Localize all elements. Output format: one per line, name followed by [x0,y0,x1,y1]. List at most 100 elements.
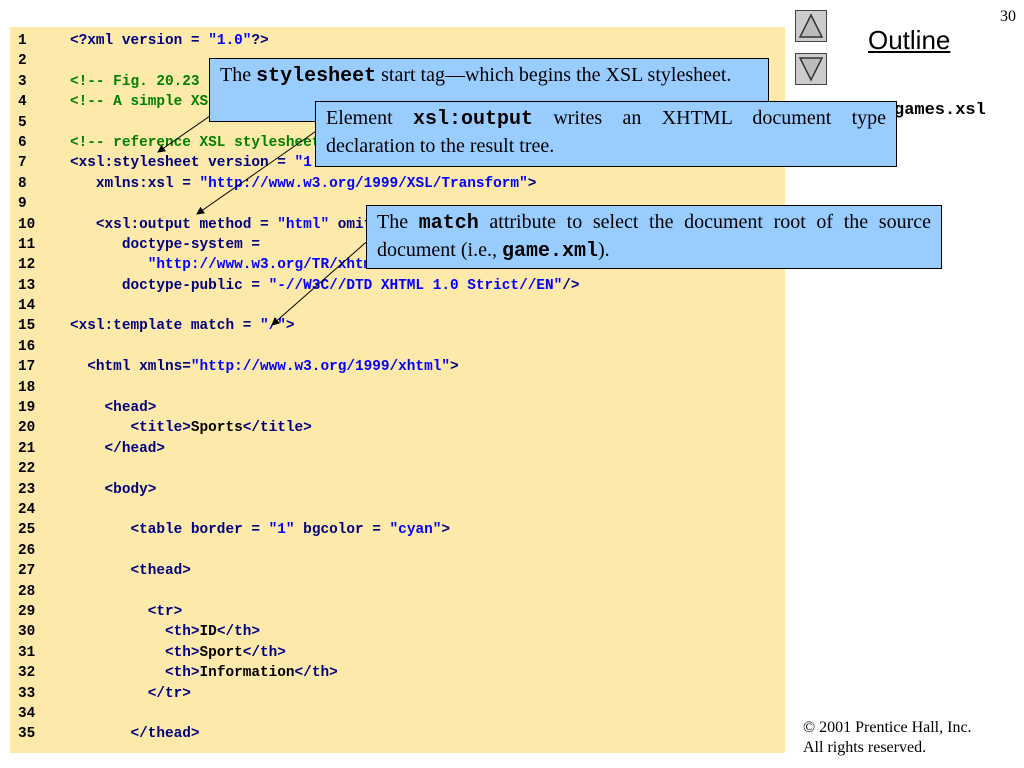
code-text: <body> [70,480,157,500]
code-token: <?xml version = [70,33,209,49]
line-number: 18 [18,379,36,396]
code-token: </th> [216,624,261,641]
code-token: doctype-system = [70,236,260,253]
line-number: 16 [18,338,36,355]
line-number: 25 [18,522,36,539]
code-token: <th> [70,624,200,641]
code-text: </thead> [70,724,200,744]
page-number: 30 [1000,8,1016,25]
code-text: <?xml version = "1.0"?> [70,31,269,51]
code-token: Information [199,665,295,682]
code-text: </tr> [70,684,191,704]
code-token: </head> [70,440,165,457]
outline-link[interactable]: Outline [868,25,951,55]
line-number: 32 [18,665,36,682]
line-number: 4 [18,94,27,111]
line-number: 17 [18,359,36,376]
code-text: </head> [70,439,165,459]
code-text: <html xmlns="http://www.w3.org/1999/xhtm… [70,357,459,377]
code-token: "http://www.w3.org/1999/XSL/Transform" [199,175,528,192]
line-number: 23 [18,481,36,498]
line-number: 9 [18,196,27,213]
code-token: doctype-public = [70,277,269,294]
callout-code: stylesheet [256,65,377,88]
callout-text: ). [597,239,610,261]
xsl-output-callout: Element xsl:output writes an XHTML docum… [315,101,897,167]
code-token: <thead> [70,563,191,580]
code-token: <th> [70,665,200,682]
match-callout: The match attribute to select the docume… [366,205,942,269]
callout-code: game.xml [501,240,598,263]
code-token: > [527,175,537,192]
code-text: doctype-system = [70,235,260,255]
line-number: 5 [18,114,27,131]
line-number: 12 [18,257,36,274]
code-text: xmlns:xsl = "http://www.w3.org/1999/XSL/… [70,174,536,194]
code-token: "/" [260,318,286,335]
line-number: 29 [18,603,36,620]
line-number: 35 [18,726,36,743]
code-token: xmlns:xsl = [70,175,200,192]
previous-slide-button[interactable] [795,10,827,42]
line-number: 7 [18,155,27,172]
line-number: 13 [18,277,36,294]
code-text: <th>ID</th> [70,622,260,642]
code-token: ?> [251,33,269,49]
code-text: <th>Sport</th> [70,643,286,663]
code-token: <html xmlns= [70,359,191,376]
callout-text: Element [326,107,413,129]
code-token: </th> [242,644,286,661]
code-token: <xsl:stylesheet version = [70,155,295,172]
line-number: 34 [18,705,36,722]
code-token: Sport [199,644,243,661]
line-number: 11 [18,236,36,253]
code-token: </thead> [70,726,200,743]
code-token: <tr> [70,603,183,620]
code-token: "1" [268,522,295,539]
code-token: ID [199,624,217,641]
line-number: 24 [18,501,36,518]
callout-text: The [377,211,419,233]
code-token: </title> [242,420,312,437]
line-number: 22 [18,461,36,478]
outline-filename: games.xsl [894,101,986,120]
line-number: 3 [18,73,27,90]
code-text: doctype-public = "-//W3C//DTD XHTML 1.0 … [70,276,580,296]
callout-text: start tag—which begins the XSL styleshee… [376,64,732,86]
copyright-line: All rights reserved. [803,739,927,756]
code-token: > [441,522,451,539]
code-text: <title>Sports</title> [70,418,312,438]
callout-text: The [220,64,257,86]
code-token: /> [562,277,580,294]
callout-code: xsl:output [412,108,533,131]
code-text: <xsl:stylesheet version = "1.0" [70,153,338,173]
code-token: "cyan" [389,522,442,539]
code-token: "html" [277,216,330,233]
code-token: "1.0" [208,33,252,49]
code-token: </tr> [70,685,191,702]
line-number: 1 [18,33,27,49]
code-token: bgcolor = [294,522,390,539]
up-arrow-icon [798,13,824,38]
line-number: 26 [18,542,36,559]
code-token: > [449,359,459,376]
code-text: <th>Information</th> [70,663,338,683]
code-token: Sports [190,420,243,437]
line-number: 14 [18,298,36,315]
code-token: > [285,318,295,335]
code-text: <table border = "1" bgcolor = "cyan"> [70,520,450,540]
line-number: 21 [18,440,36,457]
code-token: <title> [70,420,191,437]
callout-text: attribute to select the document root of… [377,211,931,261]
code-token: <head> [70,400,157,417]
next-slide-button[interactable] [795,53,827,85]
code-text: <thead> [70,561,191,581]
code-text: <tr> [70,602,183,622]
code-token: <xsl:template match = [70,318,260,335]
code-token: </th> [294,665,338,682]
callout-text: writes an XHTML document type declaratio… [326,107,887,157]
down-arrow-icon [798,57,824,82]
line-number: 8 [18,175,27,192]
line-number: 6 [18,134,27,151]
code-token: <table border = [70,522,269,539]
